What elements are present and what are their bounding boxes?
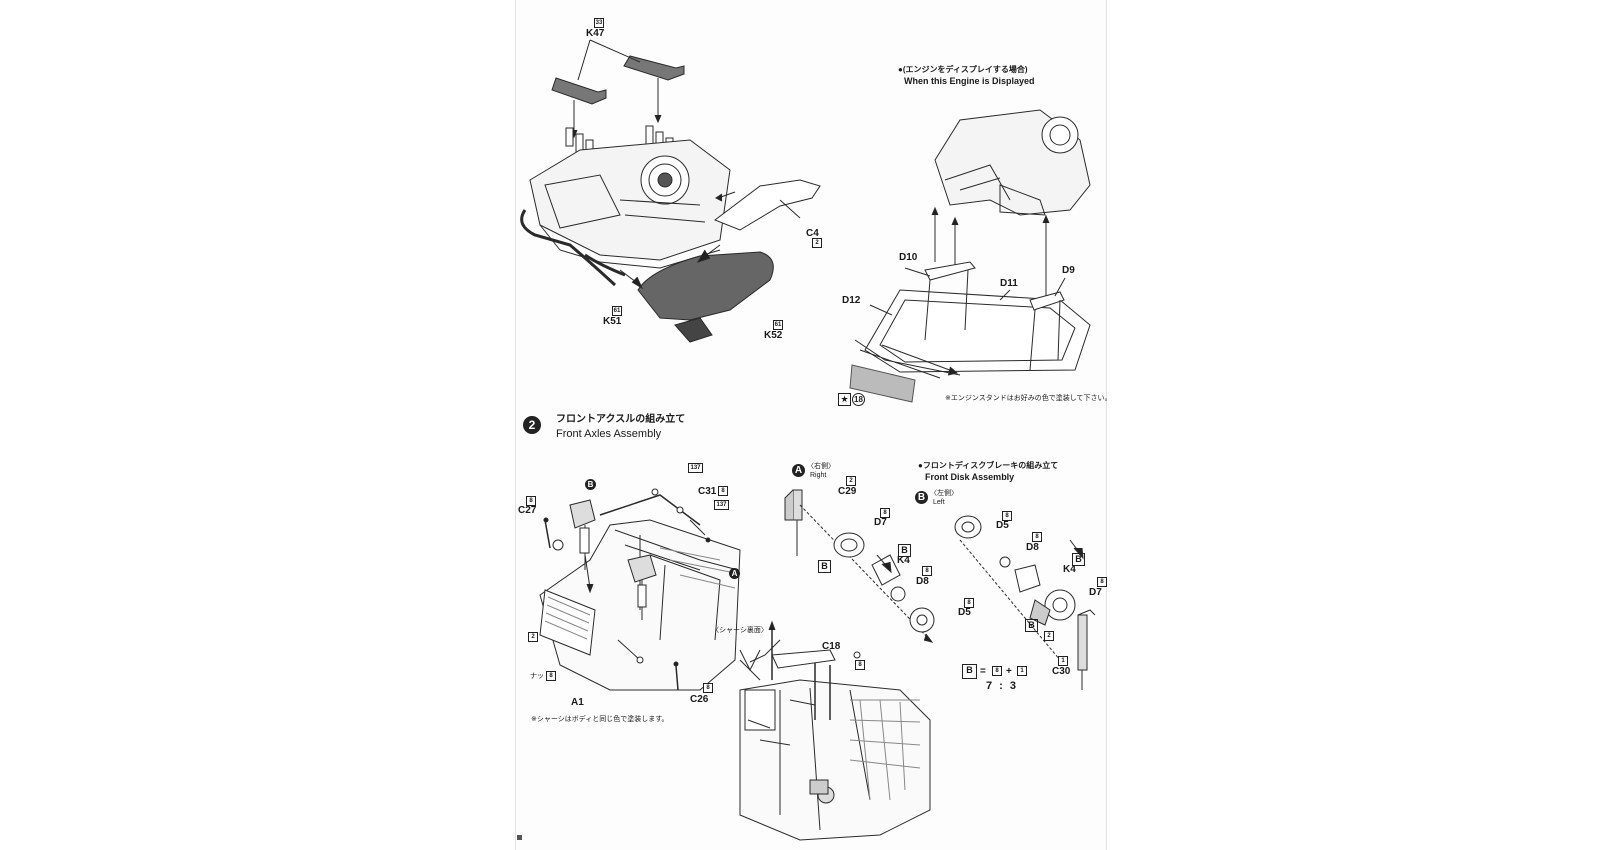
b-box-left: B <box>1025 619 1038 632</box>
chassis-underside-label: 〈シャーシ裏面〉 <box>712 627 768 634</box>
step-number: 2 <box>523 416 541 434</box>
part-2-badge: 2 <box>528 632 538 642</box>
label-d7-right: D7 <box>874 517 887 528</box>
mix-b-box: B <box>962 664 977 679</box>
d5-left-badge: 8 <box>1002 511 1012 521</box>
label-c29: C29 <box>838 486 857 497</box>
label-c27: C27 <box>518 505 537 516</box>
brake-assembly-drawing <box>784 489 1096 690</box>
nut-color-badge: 8 <box>546 671 556 681</box>
left-label-jp: 〈左側〉 <box>930 490 958 497</box>
label-c31: C31 <box>698 486 717 497</box>
b-box-k4-right: B <box>898 544 911 557</box>
label-c4: C4 <box>806 228 819 239</box>
d8-left-badge: 8 <box>1032 532 1042 542</box>
front-axle-drawing <box>539 488 741 691</box>
label-c18: C18 <box>822 641 841 652</box>
display-title-jp: ●(エンジンをディスプレイする場合) <box>898 65 1028 74</box>
callout-a: A <box>729 568 740 579</box>
label-d5-right: D5 <box>958 607 971 618</box>
label-a1: A1 <box>571 697 584 708</box>
engine-stand-drawing <box>849 109 1091 403</box>
c30-color-badge: 1 <box>1058 656 1068 666</box>
label-d7-left: D7 <box>1089 587 1102 598</box>
right-label-en: Right <box>810 472 827 479</box>
mix-color-2: 1 <box>1017 666 1027 676</box>
side-b-left: B <box>915 491 928 504</box>
label-k47: K47 <box>586 28 605 39</box>
side-a-right: A <box>792 464 805 477</box>
left-label-en: Left <box>933 499 945 506</box>
decal-star-icon: ★ <box>838 393 851 406</box>
nut-label: ナット <box>530 673 551 680</box>
chassis-underside-drawing <box>739 620 931 841</box>
label-d8-left: D8 <box>1026 542 1039 553</box>
c31-color-badge: 8 <box>718 486 728 496</box>
callout-b: B <box>585 479 596 490</box>
label-k4-left: K4 <box>1063 564 1076 575</box>
d8-right-badge: 8 <box>922 566 932 576</box>
mix-plus: + <box>1006 666 1012 677</box>
brake-title-jp: ●フロントディスクブレーキの組み立て <box>918 461 1059 470</box>
label-d12: D12 <box>842 295 861 306</box>
k52-color-badge: 61 <box>773 320 783 330</box>
display-title-en: When this Engine is Displayed <box>904 76 1035 86</box>
brake-title-en: Front Disk Assembly <box>925 472 1015 482</box>
display-note: ※エンジンスタンドはお好みの色で塗装して下さい。 <box>945 395 1112 402</box>
label-k4-right: K4 <box>897 555 910 566</box>
label-d10: D10 <box>899 252 918 263</box>
label-c26: C26 <box>690 694 709 705</box>
label-k51: K51 <box>603 316 622 327</box>
chassis-paint-note: ※シャーシはボディと同じ色で塗装します。 <box>531 716 669 723</box>
label-d9: D9 <box>1062 265 1075 276</box>
d7-right-badge: 8 <box>880 508 890 518</box>
page-margin-mark <box>517 835 522 840</box>
label-k52: K52 <box>764 330 783 341</box>
b-box-k4-left: B <box>1072 553 1085 566</box>
d7-left-badge: 8 <box>1097 577 1107 587</box>
decal-number: 18 <box>852 393 865 406</box>
step-title-jp: フロントアクスルの組み立て <box>556 414 686 425</box>
mix-equals: = <box>980 666 986 677</box>
step-title-en: Front Axles Assembly <box>556 428 662 440</box>
k47-color-badge: 33 <box>594 18 604 28</box>
right-label-jp: 〈右側〉 <box>807 463 835 470</box>
c4-color-badge: 2 <box>812 238 822 248</box>
label-c30: C30 <box>1052 666 1071 677</box>
c27-color-badge: 8 <box>526 496 536 506</box>
mix-ratio: 7 : 3 <box>986 680 1019 692</box>
mix-color-1: 8 <box>992 666 1002 676</box>
label-d11: D11 <box>1000 278 1018 289</box>
part-2-brake-badge: 2 <box>1044 631 1054 641</box>
label-d5-left: D5 <box>996 520 1009 531</box>
label-d8-right: D8 <box>916 576 929 587</box>
k51-color-badge: 61 <box>612 306 622 316</box>
badge-137-b: 137 <box>714 500 729 510</box>
engine-drawing <box>520 39 821 343</box>
badge-137-a: 137 <box>688 463 703 473</box>
d5-right-badge: 8 <box>964 598 974 608</box>
c26-color-badge: 8 <box>703 683 713 693</box>
c18-color-badge: 8 <box>855 660 865 670</box>
b-box-right: B <box>818 560 831 573</box>
c29-color-badge: 2 <box>846 476 856 486</box>
